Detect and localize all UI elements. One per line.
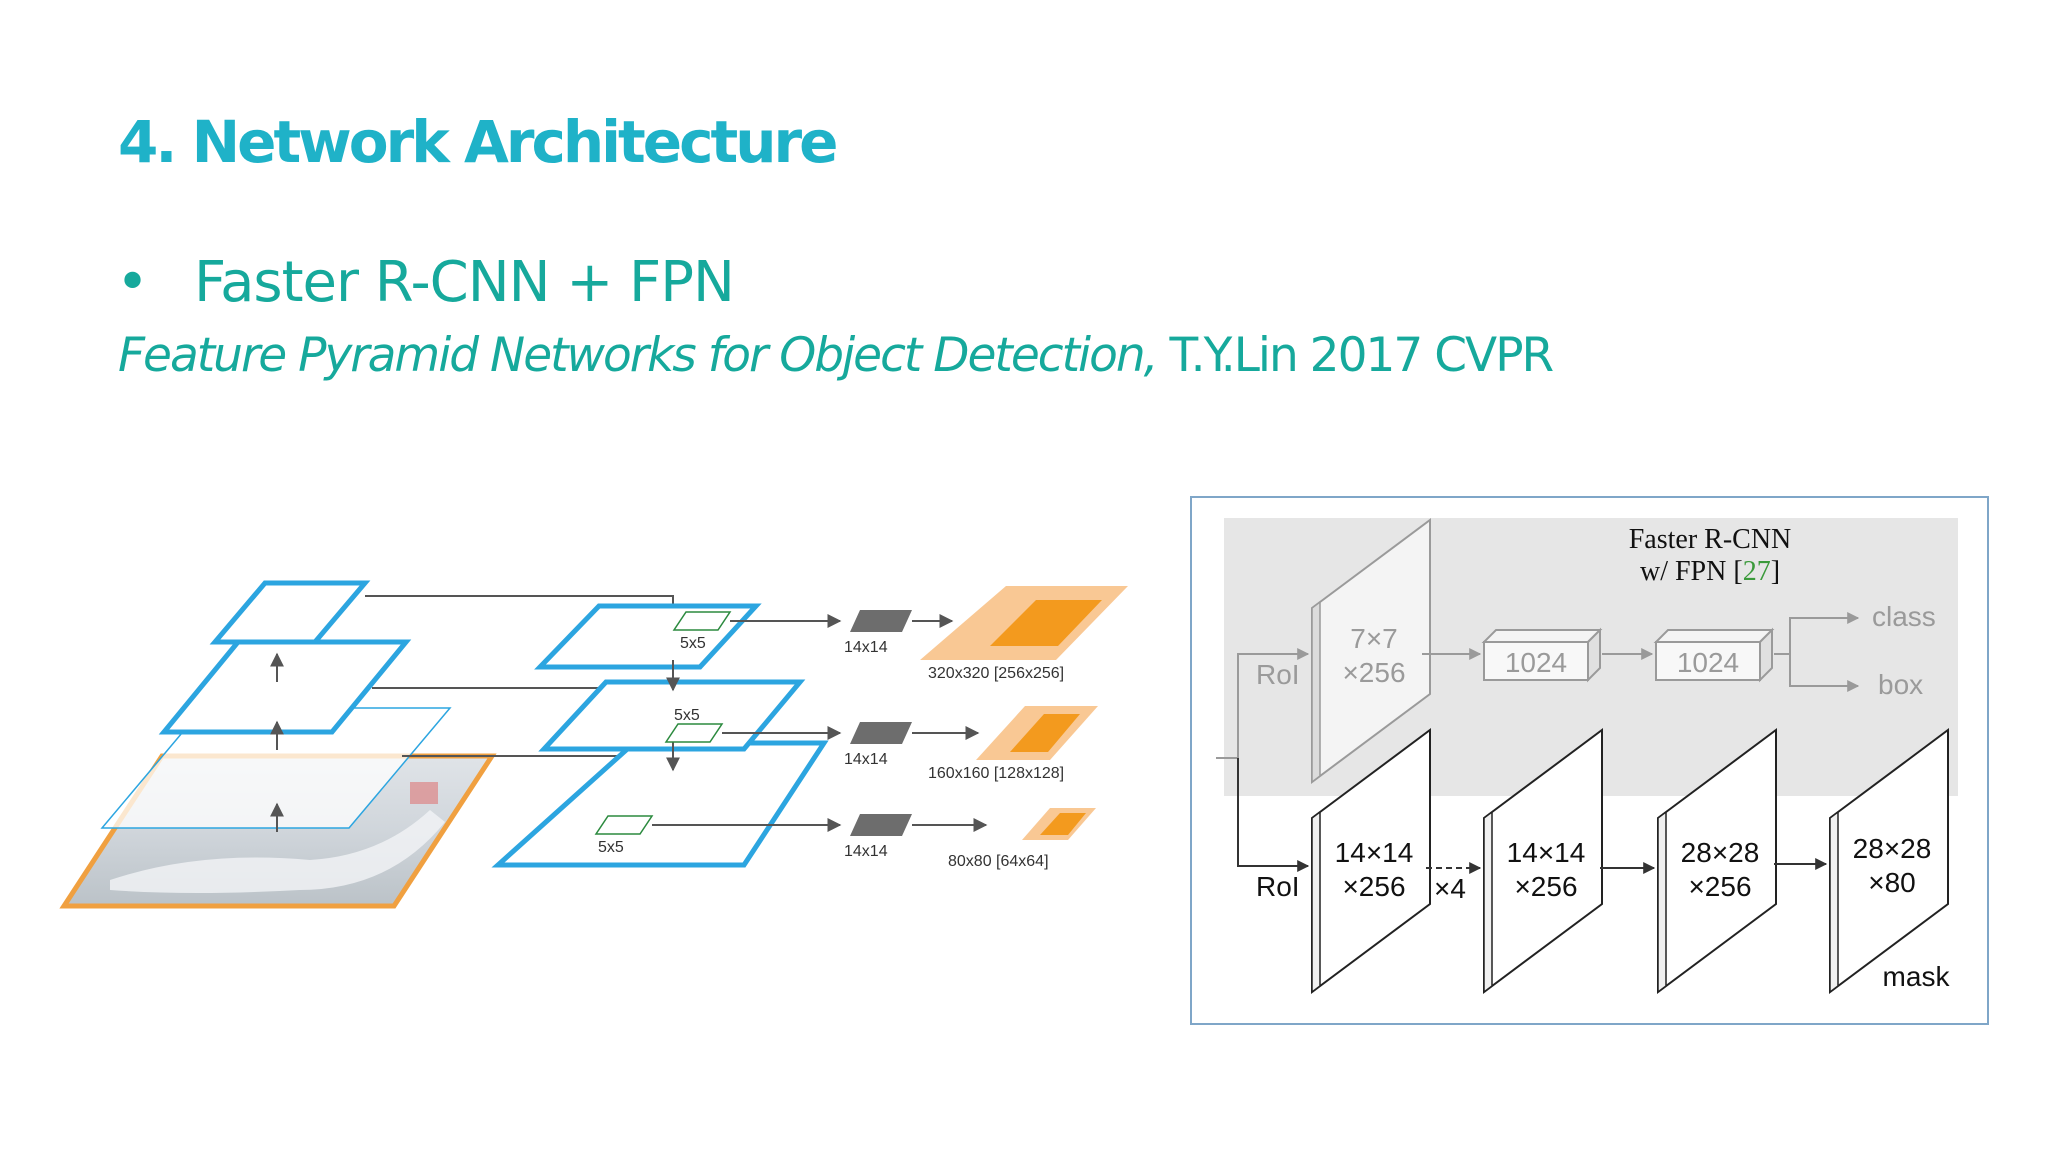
mask-conv-box-3 — [1657, 728, 1777, 994]
class-output-label: class — [1872, 601, 1936, 632]
mask-box-2-dim1: 14×14 — [1507, 837, 1586, 868]
roi-box-bottom — [594, 815, 654, 835]
fpn-diagram: 5x5 5x5 5x5 14x14 14x14 14x14 320x320 [2… — [59, 580, 1128, 909]
box-output-label: box — [1878, 669, 1923, 700]
mask-box-1-dim1: 14×14 — [1335, 837, 1414, 868]
roi-pool-dim2: ×256 — [1342, 657, 1405, 688]
citation: Feature Pyramid Networks for Object Dete… — [118, 328, 1555, 383]
head-title-line1: Faster R-CNN — [1629, 524, 1792, 555]
pooled-feature-mid — [850, 722, 912, 744]
fpn-level-bottom — [491, 740, 829, 868]
output-label-top: 320x320 [256x256] — [928, 665, 1064, 682]
mask-box-1-dim2: ×256 — [1342, 871, 1405, 902]
mask-conv-box-1 — [1311, 728, 1431, 994]
slide-title: 4. Network Architecture — [118, 108, 838, 176]
feature-label-bottom: 14x14 — [844, 843, 888, 860]
roi-label-bottom: 5x5 — [598, 839, 624, 856]
citation-author-venue: T.Y.Lin 2017 CVPR — [1156, 328, 1555, 383]
bullet-dot: • — [116, 250, 149, 315]
head-title-line2: w/ FPN [27] — [1640, 556, 1780, 587]
mask-conv-box-2 — [1483, 728, 1603, 994]
mask-box-2-dim2: ×256 — [1514, 871, 1577, 902]
roi-label-top: 5x5 — [680, 635, 706, 652]
fc2-label: 1024 — [1677, 647, 1739, 678]
feature-label-mid: 14x14 — [844, 751, 888, 768]
backbone-level-top — [209, 580, 371, 645]
mask-box-4-dim1: 28×28 — [1853, 833, 1932, 864]
mask-conv-box-4 — [1829, 728, 1949, 994]
pooled-feature-bottom — [850, 814, 912, 836]
roi-pool-box — [1311, 518, 1431, 784]
repeat-label: ×4 — [1434, 873, 1466, 904]
feature-label-top: 14x14 — [844, 639, 888, 656]
citation-paper-title: Feature Pyramid Networks for Object Dete… — [118, 328, 1159, 383]
mask-output-bottom — [1022, 808, 1096, 840]
backbone-level-mid — [158, 639, 412, 735]
fc-box-1 — [1481, 627, 1603, 683]
roi-pool-dim1: 7×7 — [1350, 623, 1398, 654]
mask-box-3-dim2: ×256 — [1688, 871, 1751, 902]
bullet-text: Faster R-CNN + FPN — [194, 250, 735, 315]
backbone-level-thin — [100, 707, 452, 829]
roi-box-mid — [664, 723, 724, 743]
output-label-bottom: 80x80 [64x64] — [948, 853, 1049, 870]
fc1-label: 1024 — [1505, 647, 1567, 678]
mask-output-mid — [976, 706, 1098, 760]
mask-label: mask — [1883, 961, 1951, 992]
roi-label-top: RoI — [1256, 659, 1300, 690]
mask-box-4-dim2: ×80 — [1868, 867, 1916, 898]
roi-box-top — [672, 611, 732, 631]
mask-box-3-dim1: 28×28 — [1681, 837, 1760, 868]
pooled-feature-top — [850, 610, 912, 632]
roi-label-bottom: RoI — [1256, 871, 1300, 902]
mask-output-top — [920, 586, 1128, 660]
output-label-mid: 160x160 [128x128] — [928, 765, 1064, 782]
fc-box-2 — [1653, 627, 1775, 683]
mask-head-diagram: Faster R-CNN w/ FPN [27] RoI RoI 7×7 ×25… — [1190, 496, 1989, 1025]
roi-label-mid: 5x5 — [674, 707, 700, 724]
bullet-item: • Faster R-CNN + FPN — [116, 250, 735, 315]
